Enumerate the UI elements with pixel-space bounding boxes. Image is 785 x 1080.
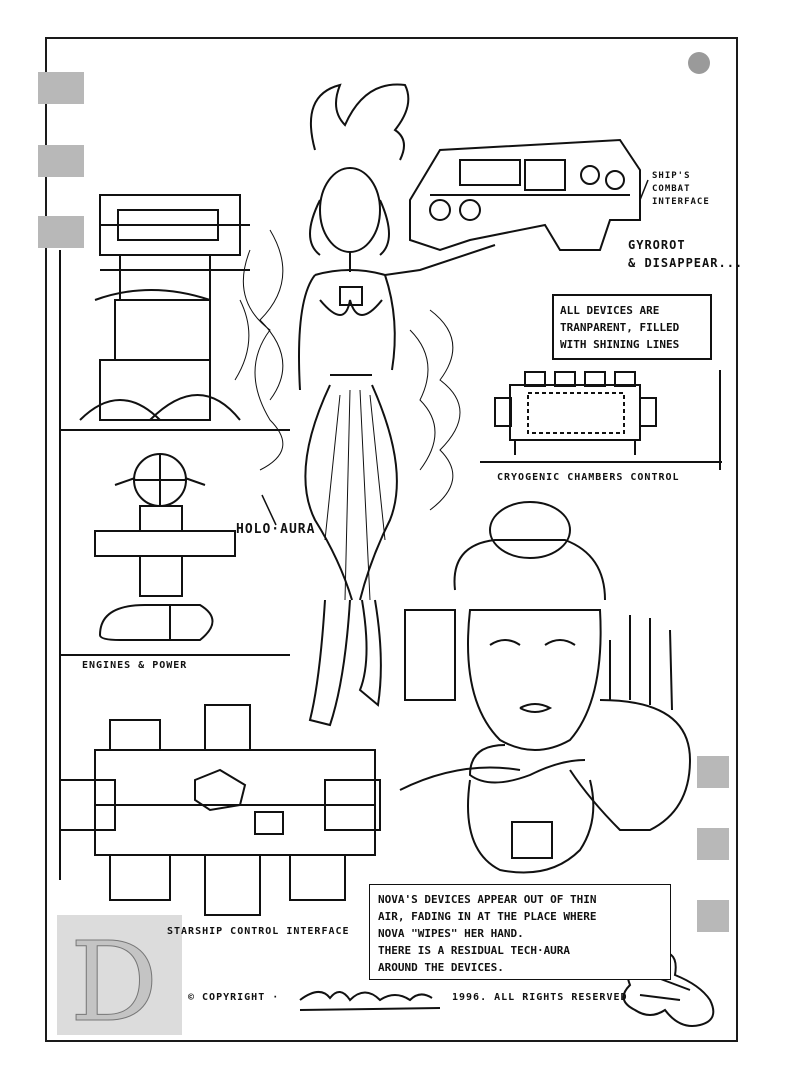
ships-combat-interface-label: SHIP'S COMBAT INTERFACE [652,171,710,207]
margin-tab [697,828,729,860]
starship-control-label: STARSHIP CONTROL INTERFACE [167,926,350,937]
copyright-prefix: © COPYRIGHT · [188,992,280,1003]
page-frame [45,37,738,1042]
holo-aura-label: HOLO·AURA [236,522,316,537]
aura-drawing [234,229,461,511]
margin-tab [38,145,84,177]
engines-power-label: ENGINES & POWER [82,660,188,671]
cryogenic-drawing [494,371,657,455]
top-left-device-drawing [79,194,250,421]
punch-hole [688,52,710,74]
gyrorot-label: GYRoRoT & DISAPPEAR... [628,238,744,270]
copyright-year-rights: 1996. ALL RIGHTS RESERVED [452,992,628,1003]
margin-tab [38,216,84,248]
starship-drawing [59,704,381,916]
combat-interface-drawing [409,138,641,252]
nova-figure-drawing [298,83,496,727]
cryogenic-chambers-label: CRYOGENIC CHAMBERS CONTROL [497,472,680,483]
leader-line [261,494,277,526]
margin-tab [697,756,729,788]
corner-letter-d-drawing: D [57,915,182,1047]
margin-tab [38,72,84,104]
engines-drawing [94,453,236,641]
svg-text:D: D [70,918,158,1046]
margin-tab [697,900,729,932]
transparent-devices-note: ALL DEVICES ARE TRANPARENT, FILLED WITH … [552,294,712,360]
face-hand-drawing [399,501,692,874]
nova-devices-note: NOVA'S DEVICES APPEAR OUT OF THIN AIR, F… [369,884,671,980]
leader-line [639,179,649,201]
signature-scribble [299,991,441,1011]
